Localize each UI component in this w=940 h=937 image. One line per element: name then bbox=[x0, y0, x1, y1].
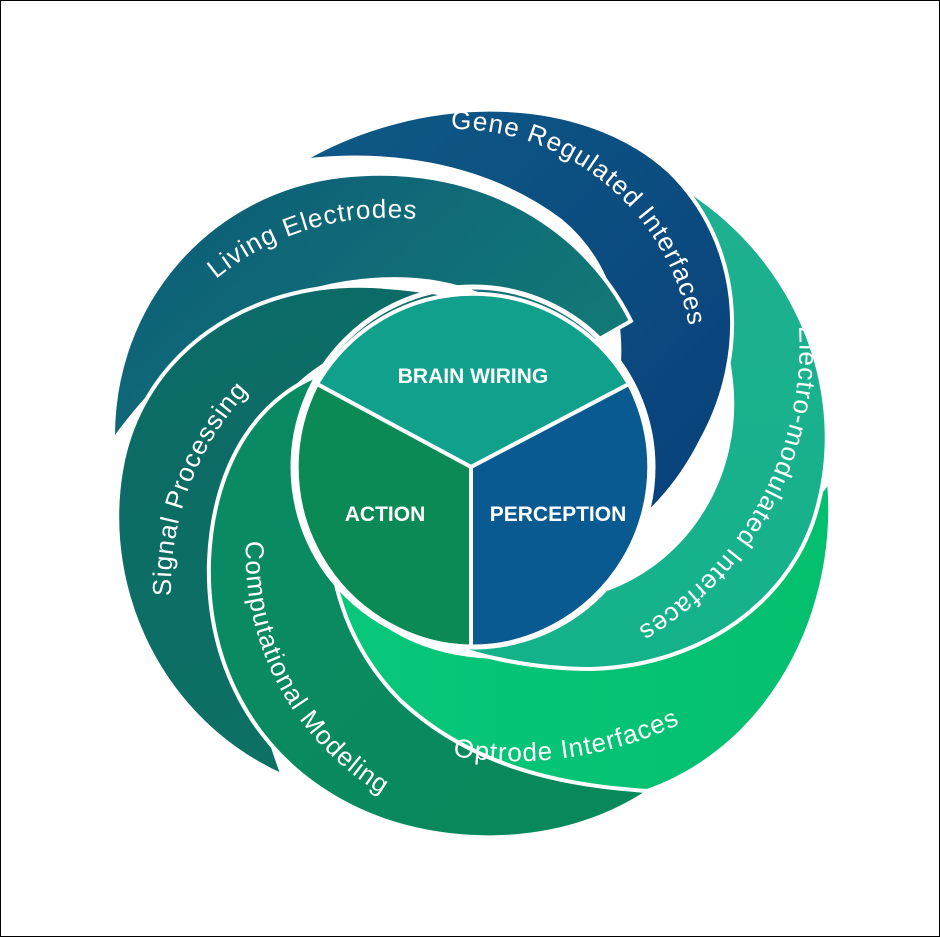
core-outline bbox=[290, 284, 656, 650]
core-label-brain-wiring: BRAIN WIRING bbox=[398, 365, 549, 388]
core-label-action: ACTION bbox=[345, 503, 426, 526]
core-label-perception: PERCEPTION bbox=[490, 503, 627, 526]
